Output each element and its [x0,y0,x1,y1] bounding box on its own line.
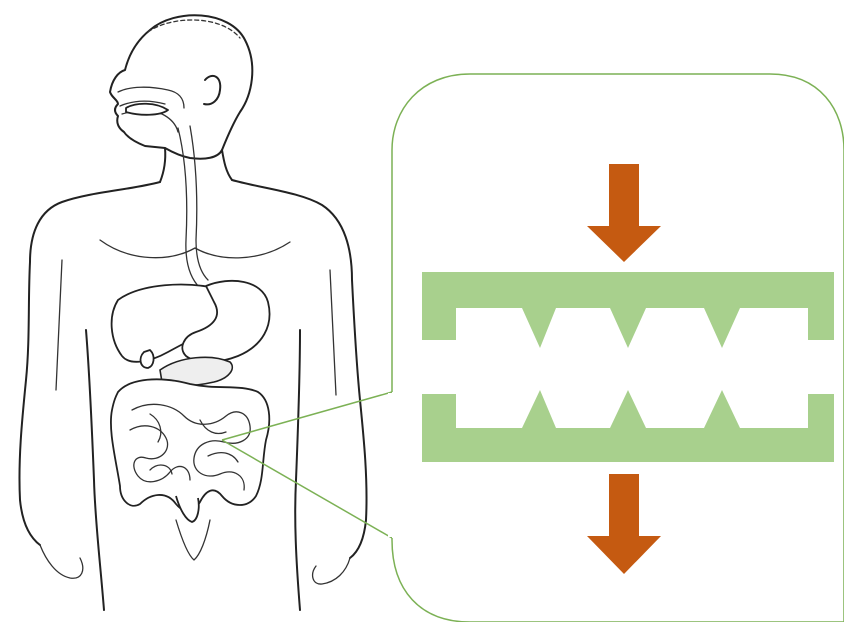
tongue [126,104,168,115]
ear [204,76,220,104]
large-intestine [111,379,269,510]
callout-opening [388,393,394,537]
gallbladder [141,350,154,368]
sigmoid-colon [176,496,199,522]
left-arm-inner [40,260,83,578]
digestive-organs [111,126,270,522]
right-arm-inner [313,270,350,584]
head-outline [110,15,252,158]
waist-left [86,330,104,610]
esophagus [178,126,208,288]
zoom-callout [222,74,844,622]
lower-body [176,520,210,560]
waist-right [295,330,300,610]
chest-detail [100,240,290,258]
